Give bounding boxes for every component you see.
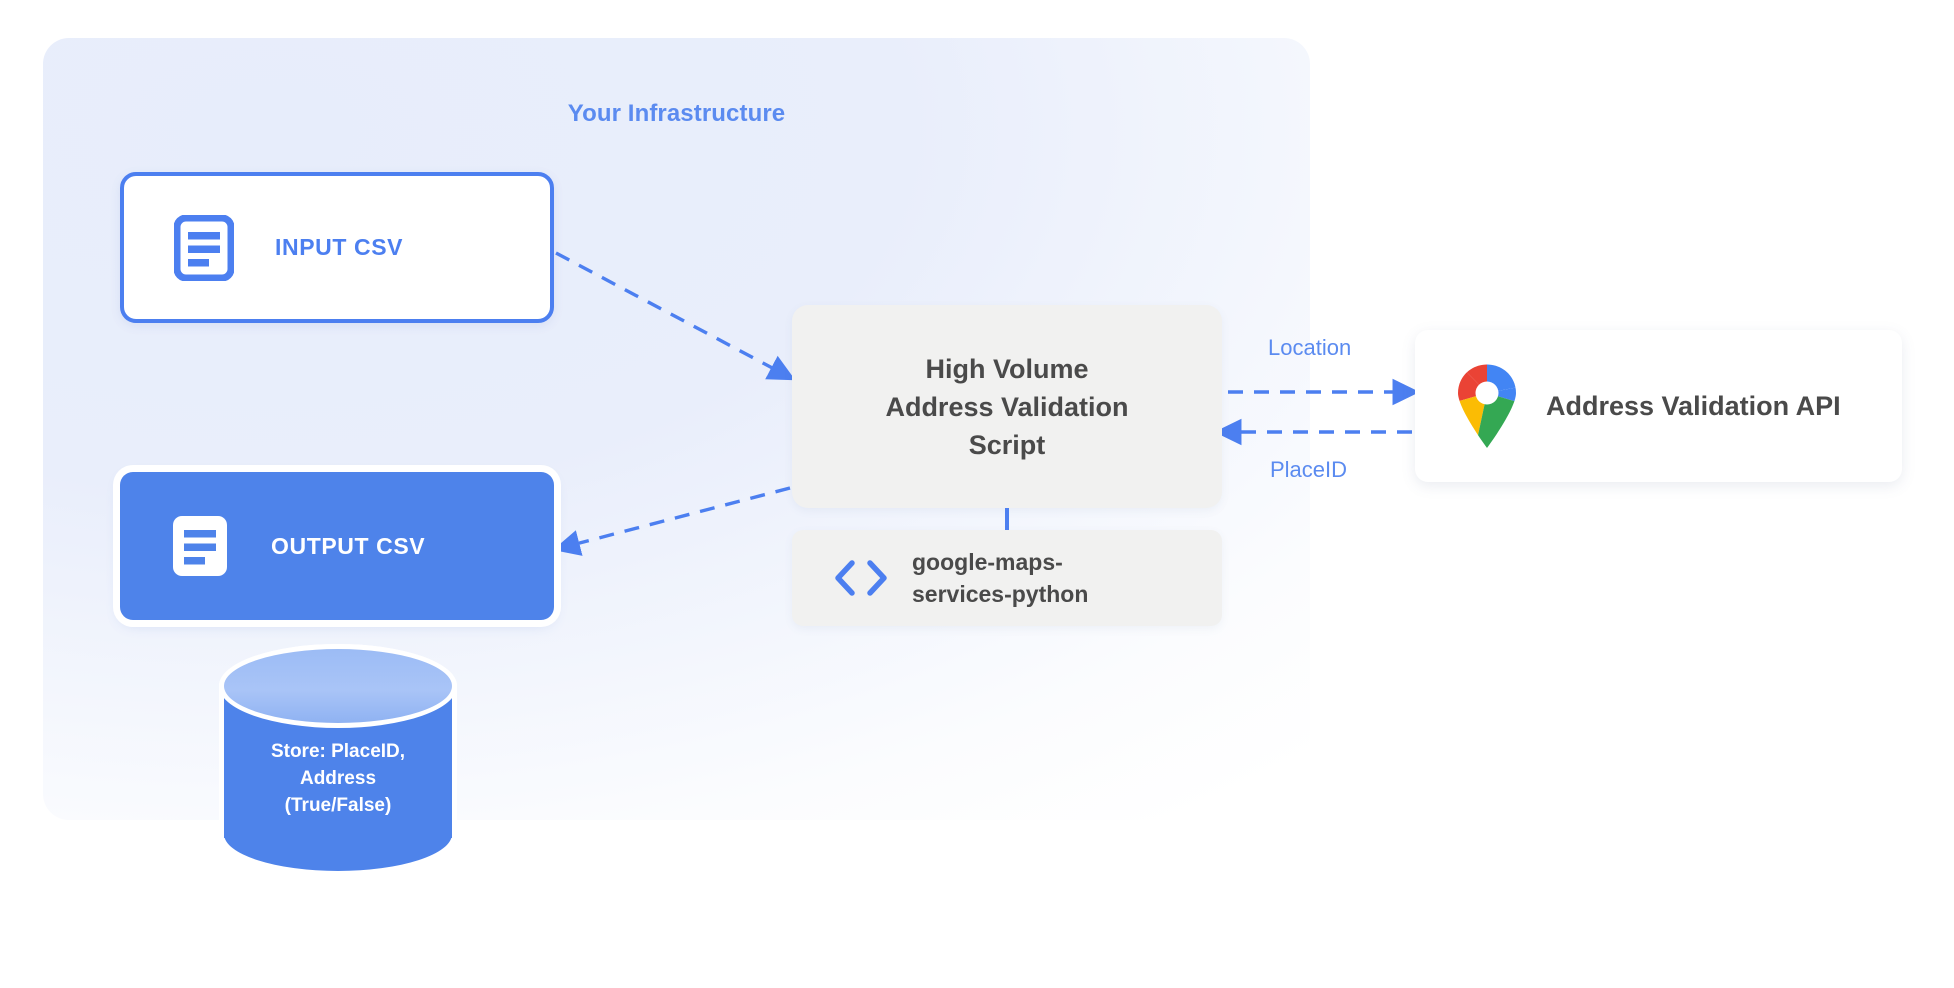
library-line-2: services-python — [912, 581, 1089, 607]
database-cylinder[interactable]: Store: PlaceID, Address (True/False) — [213, 642, 463, 877]
output-csv-label: OUTPUT CSV — [271, 532, 426, 559]
database-text: Store: PlaceID, Address (True/False) — [213, 738, 463, 819]
document-lines-icon — [173, 516, 227, 576]
input-csv-label: INPUT CSV — [275, 234, 404, 260]
api-label: Address Validation API — [1546, 390, 1841, 421]
database-line-3: (True/False) — [284, 795, 392, 816]
script-card[interactable]: High Volume Address Validation Script — [792, 305, 1222, 508]
script-library-connector — [1005, 508, 1009, 530]
edge-label-placeid: PlaceID — [1270, 457, 1348, 482]
cylinder-top — [219, 644, 457, 728]
script-line-2: Address Validation — [885, 391, 1129, 422]
document-lines-icon — [174, 214, 234, 281]
google-maps-pin-icon — [1458, 364, 1516, 448]
output-csv-card[interactable]: OUTPUT CSV — [120, 472, 554, 620]
script-line-1: High Volume — [925, 353, 1089, 384]
library-line-1: google-maps- — [912, 549, 1063, 575]
address-validation-api-card[interactable]: Address Validation API — [1415, 330, 1902, 482]
edge-label-location: Location — [1268, 335, 1352, 360]
infrastructure-title: Your Infrastructure — [567, 100, 786, 127]
code-brackets-icon — [835, 560, 887, 596]
script-line-3: Script — [968, 429, 1046, 460]
script-text: High Volume Address Validation Script — [885, 350, 1128, 464]
library-text: google-maps- services-python — [912, 546, 1088, 610]
database-line-1: Store: PlaceID, — [270, 741, 406, 762]
input-csv-card[interactable]: INPUT CSV — [120, 172, 554, 323]
database-line-2: Address — [299, 768, 377, 789]
library-card[interactable]: google-maps- services-python — [792, 530, 1222, 626]
